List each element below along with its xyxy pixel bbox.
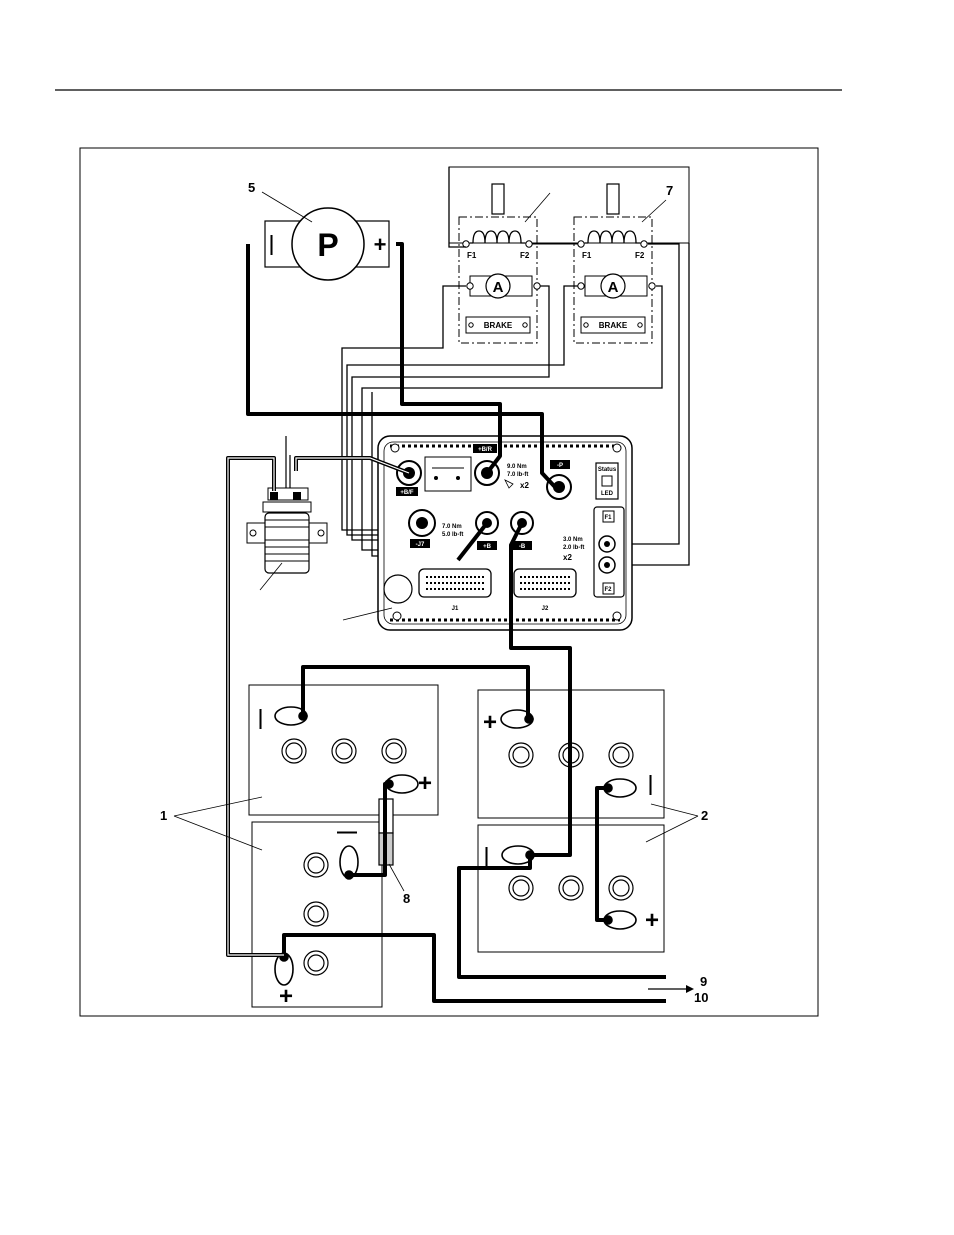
label-ctrl-f2: F2	[604, 587, 612, 593]
led-text: LED	[601, 491, 614, 497]
label-b-plus-r: +B/R	[478, 447, 493, 453]
motor-wiring-frame	[449, 167, 689, 243]
torque-a2: 7.0 lb-ft	[507, 472, 528, 478]
motor-controller: +B/F +B/R 9.0 Nm 7.0 lb-ft x2 -P Status …	[378, 436, 632, 630]
bat-1a-pos: +	[418, 770, 432, 797]
brush-right	[607, 184, 619, 214]
torque-c2: 2.0 lb-ft	[563, 545, 584, 551]
brush-left	[492, 184, 504, 214]
callout-1: 1	[160, 808, 167, 823]
traction-motor-left: F1 F2 A BRAKE	[459, 184, 540, 343]
pump-motor: P — +	[261, 208, 389, 280]
callout-5-leader	[262, 192, 312, 222]
label-b-plus: +B	[483, 544, 492, 550]
status-text: Status	[598, 467, 617, 473]
torque-c-x2: x2	[563, 553, 572, 562]
callout-9: 9	[700, 974, 707, 989]
torque-a-x2: x2	[520, 481, 529, 490]
torque-b: 7.0 Nm	[442, 524, 462, 530]
label-j7: -J7	[416, 542, 425, 548]
armature-right: A	[608, 279, 619, 296]
bat-2b-pos: +	[645, 907, 659, 934]
motor-left-leader	[525, 193, 550, 222]
bat-2a-pos: +	[483, 709, 497, 736]
callout-2-leader-b	[646, 816, 698, 842]
torque-c: 3.0 Nm	[563, 537, 583, 543]
ref-arrow-head	[686, 985, 694, 993]
bat-2a-neg: —	[640, 775, 662, 795]
torque-b2: 5.0 lb-ft	[442, 532, 463, 538]
brake-left: BRAKE	[484, 321, 513, 330]
label-p-a: -P	[557, 463, 563, 469]
callout-2-leader-a	[651, 804, 698, 816]
field-f1-right: F1	[582, 251, 592, 260]
label-j2: J2	[542, 606, 549, 612]
field-f2-right: F2	[635, 251, 645, 260]
callout-1-leader-b	[174, 816, 262, 850]
callout-2: 2	[701, 808, 708, 823]
label-b-minus: -B	[519, 544, 526, 550]
bat-1b-pos: +	[279, 983, 293, 1010]
callout-7-leader	[642, 200, 666, 222]
label-ctrl-f1: F1	[604, 515, 612, 521]
label-b-plus-f: +B/F	[400, 490, 414, 496]
brake-right: BRAKE	[599, 321, 628, 330]
callout-5: 5	[248, 180, 255, 195]
torque-a: 9.0 Nm	[507, 464, 527, 470]
callout-10: 10	[694, 990, 708, 1005]
callout-8: 8	[403, 891, 410, 906]
bat-1b-neg: —	[337, 821, 357, 843]
armature-left: A	[493, 279, 504, 296]
bat-2b-neg: —	[476, 847, 498, 867]
pump-pos-terminal: +	[374, 232, 387, 257]
callout-8-leader	[389, 864, 404, 891]
callout-7: 7	[666, 183, 673, 198]
pump-neg-terminal: —	[261, 235, 283, 255]
label-j1: J1	[452, 606, 459, 612]
field-f1-left: F1	[467, 251, 477, 260]
traction-motor-right: F1 F2 A BRAKE	[574, 184, 655, 343]
pump-symbol: P	[317, 227, 338, 263]
field-f2-left: F2	[520, 251, 530, 260]
bat-1a-neg: —	[250, 709, 272, 729]
